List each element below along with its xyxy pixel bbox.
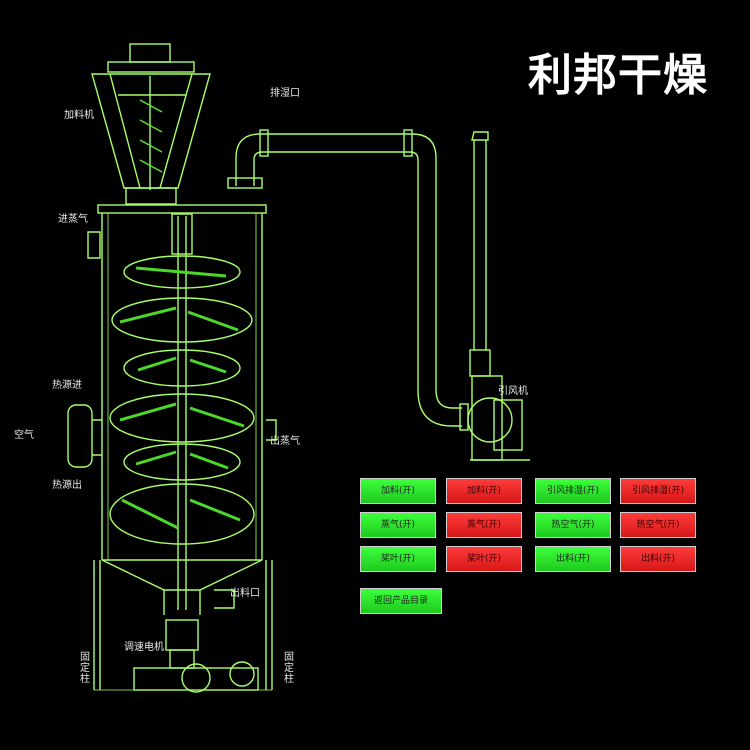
label-motor: 调速电机 (124, 642, 164, 653)
label-exhaust: 排湿口 (270, 88, 300, 99)
dryer-vessel (67, 204, 277, 615)
blade-off-button[interactable]: 桨叶(开) (446, 546, 522, 572)
steam-off-button[interactable]: 蒸气(开) (446, 512, 522, 538)
label-discharge: 出料口 (230, 588, 260, 599)
blade-on-button[interactable]: 桨叶(开) (360, 546, 436, 572)
central-shaft (177, 216, 187, 610)
label-leg-right: 固定柱 (284, 652, 294, 685)
exhaust-duct (227, 129, 469, 431)
label-heat-out: 热源出 (52, 480, 82, 491)
back-to-catalog-button[interactable]: 返回产品目录 (360, 588, 442, 614)
fan-exhaust-off-button[interactable]: 引风排湿(开) (620, 478, 696, 504)
label-fan: 引风机 (498, 386, 528, 397)
hot-air-on-button[interactable]: 热空气(开) (535, 512, 611, 538)
dryer-discs (109, 255, 255, 545)
label-air: 空气 (14, 430, 34, 441)
hot-air-off-button[interactable]: 热空气(开) (620, 512, 696, 538)
induced-draft-fan (467, 131, 530, 461)
feeder-hopper (91, 43, 211, 205)
feed-on-button[interactable]: 加料(开) (360, 478, 436, 504)
brand-title: 利邦干燥 (528, 50, 708, 101)
label-steam-out: 出蒸气 (270, 436, 300, 447)
support-legs (93, 560, 273, 693)
fan-exhaust-on-button[interactable]: 引风排湿(开) (535, 478, 611, 504)
feed-off-button[interactable]: 加料(开) (446, 478, 522, 504)
steam-on-button[interactable]: 蒸气(开) (360, 512, 436, 538)
label-steam-in: 进蒸气 (58, 214, 88, 225)
label-feeder: 加料机 (64, 110, 94, 121)
discharge-off-button[interactable]: 出料(开) (620, 546, 696, 572)
label-leg-left: 固定柱 (80, 652, 90, 685)
paddle-blades (119, 266, 245, 530)
label-heat-in: 热源进 (52, 380, 82, 391)
discharge-on-button[interactable]: 出料(开) (535, 546, 611, 572)
